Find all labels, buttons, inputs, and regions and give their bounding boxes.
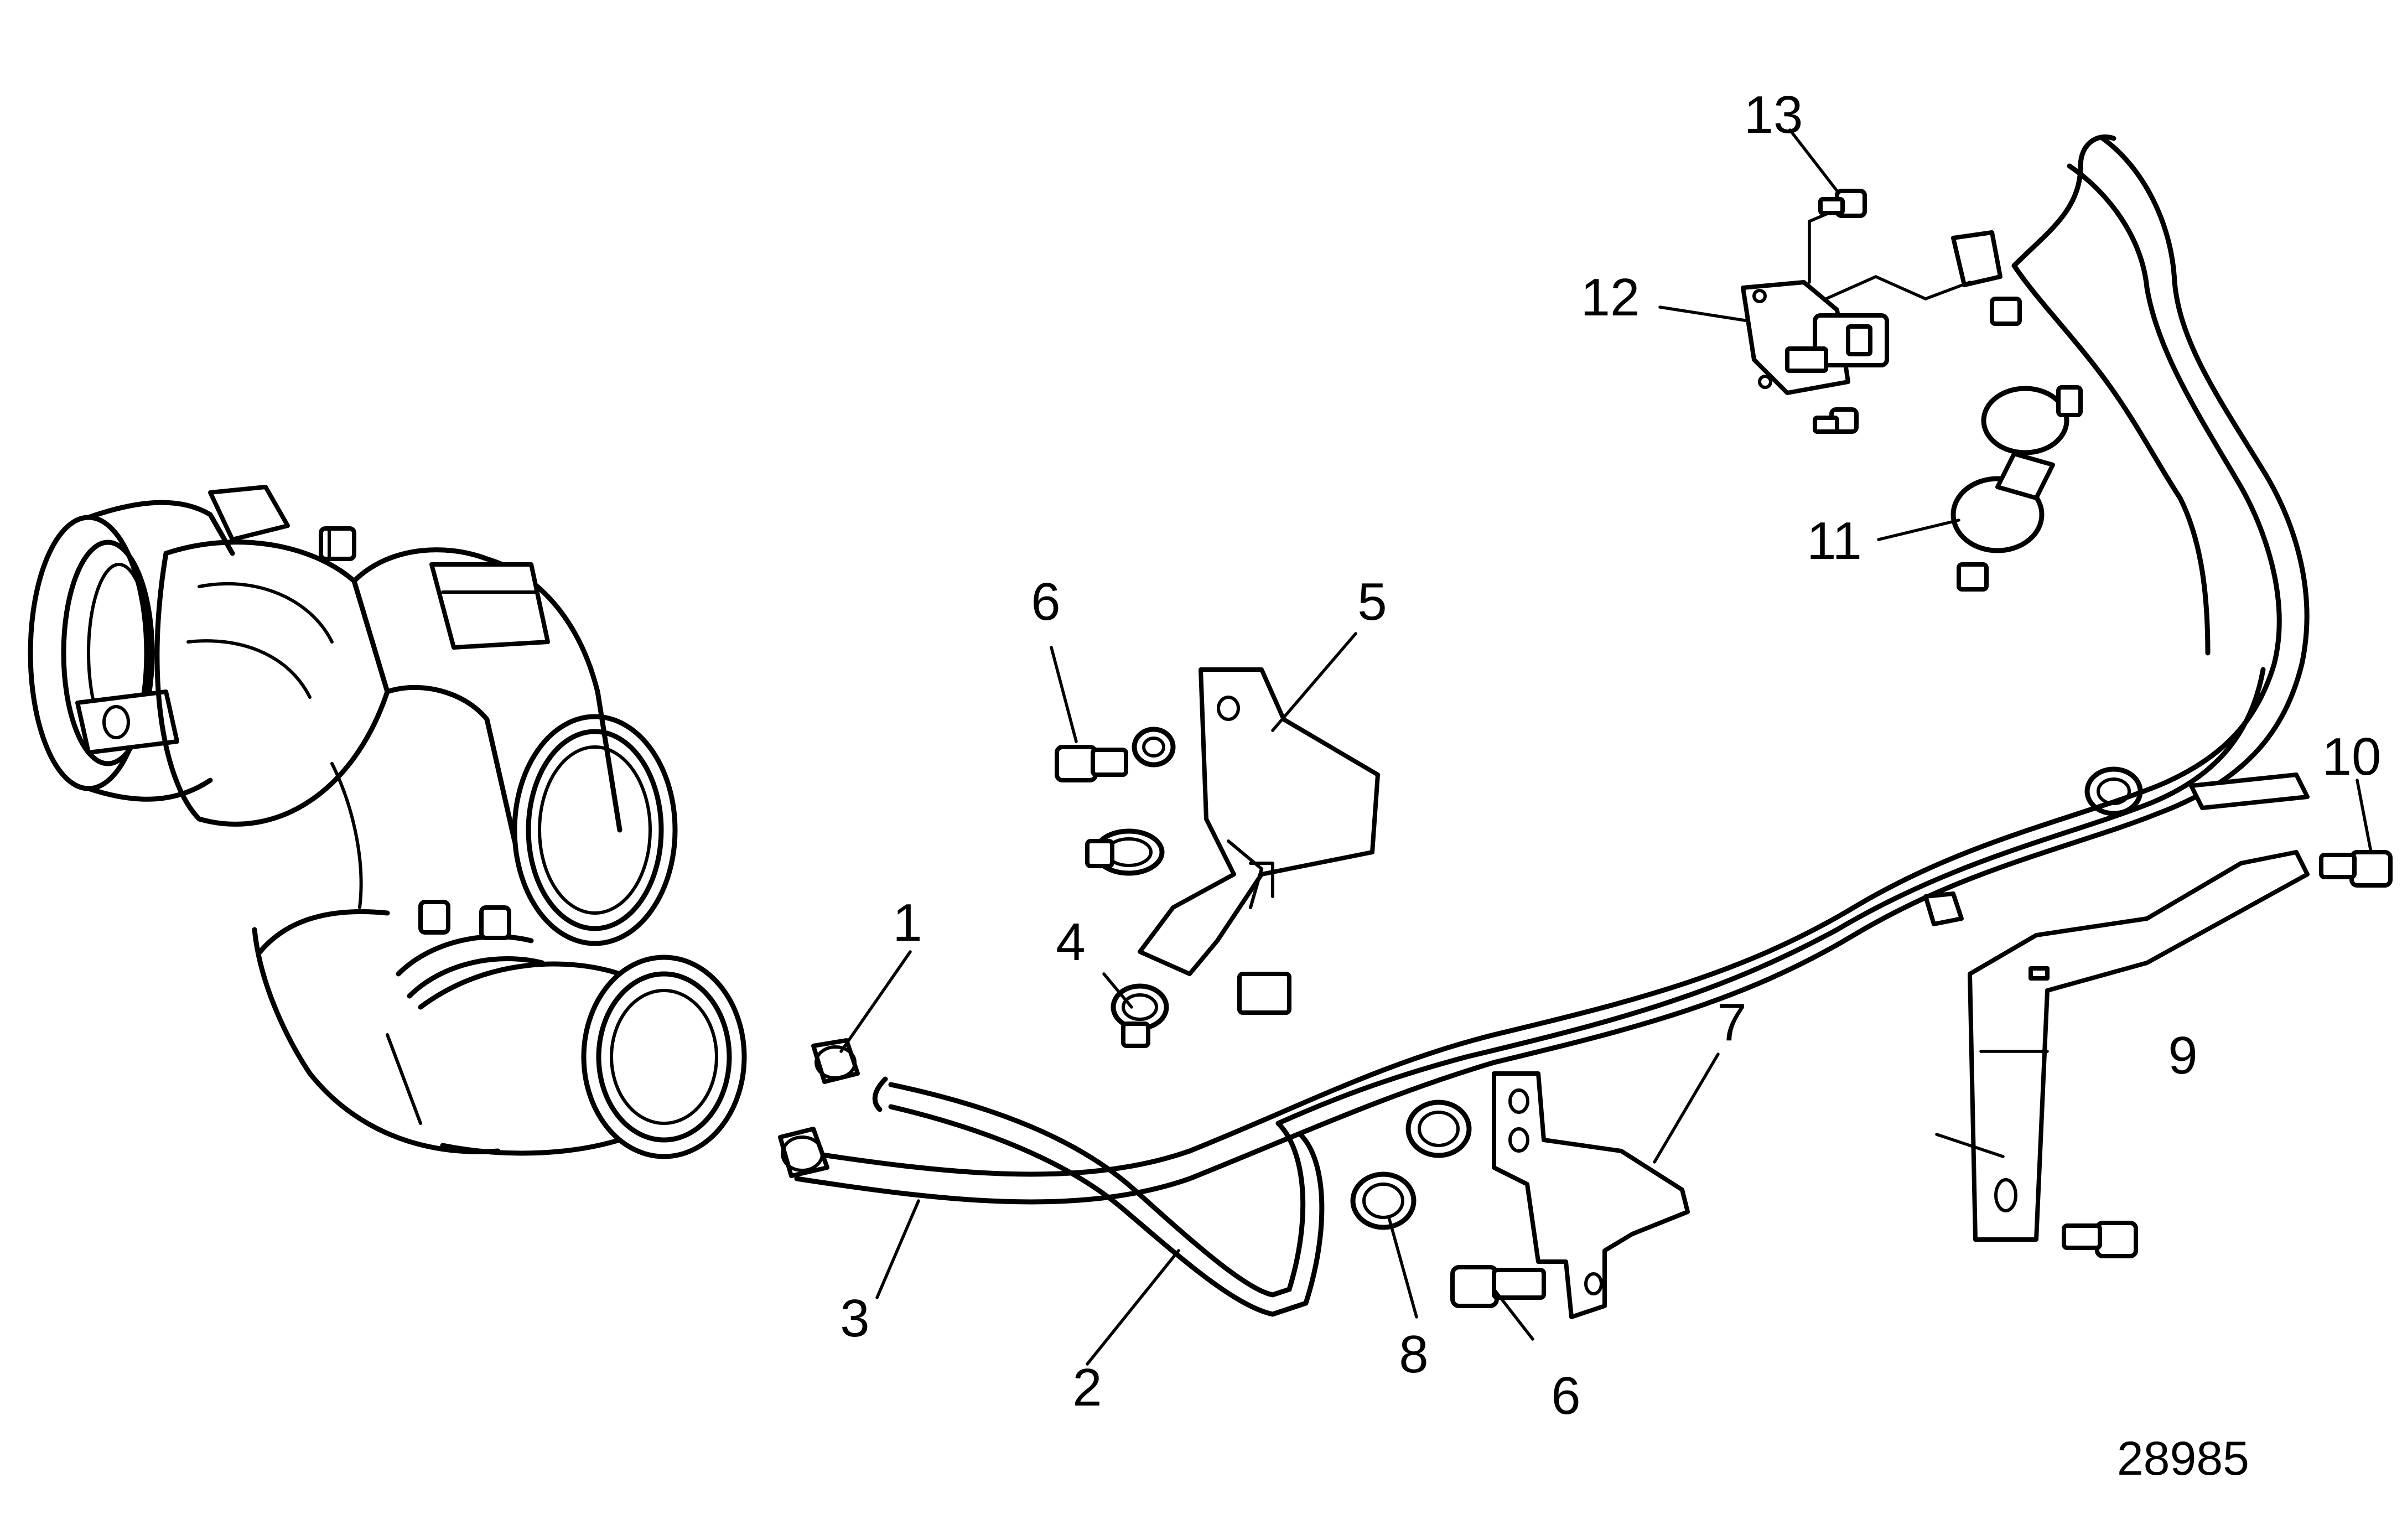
bracket-7: [1492, 1071, 1690, 1319]
callout-9: 9: [2168, 1026, 2197, 1085]
hose-clamp-4: [1111, 983, 1169, 1048]
grommet-8-upper: [1405, 1100, 1472, 1158]
clip-upper-right: [2084, 766, 2143, 816]
bolt-6-lower: [1450, 1265, 1546, 1308]
pipe-top-bend: [2011, 134, 2116, 268]
hose-clamp-3: [778, 1127, 829, 1178]
callout-10: 10: [2322, 727, 2382, 786]
turbocharger: [28, 485, 747, 1159]
grommet-8-lower: [1350, 1171, 1417, 1230]
leader-lines: [839, 128, 2373, 1366]
callout-1: 1: [893, 893, 922, 952]
sensor-12: [1741, 280, 1889, 395]
bracket-9: [1968, 772, 2310, 1242]
hose-clamp-1: [811, 1038, 860, 1084]
callout-4: 4: [1056, 912, 1085, 972]
pipe-3: [794, 136, 2310, 1205]
twin-clamp-11: [1950, 385, 2083, 592]
clip-9: [1923, 891, 1964, 926]
callout-12: 12: [1581, 268, 1640, 327]
callout-7: 7: [1717, 993, 1746, 1052]
bolt-6-upper: [1055, 727, 1176, 782]
clip-upper: [1951, 230, 2022, 326]
callout-labels: 1 2 3 4 5 6 6 7 8 9 10 11 12 13: [840, 85, 2381, 1425]
callout-5: 5: [1357, 572, 1387, 631]
callout-11: 11: [1807, 511, 1862, 571]
bolt-9-lower: [2062, 1221, 2138, 1258]
figure-number: 28985: [2117, 1432, 2249, 1485]
callout-8: 8: [1399, 1325, 1428, 1384]
screw-13-upper: [1818, 189, 1867, 218]
screw-13-lower: [1813, 407, 1859, 434]
callout-6-upper: 6: [1031, 572, 1060, 631]
callout-13: 13: [1744, 85, 1803, 144]
bracket-5: [1138, 667, 1380, 1015]
hose-clamp-upper: [1085, 828, 1165, 876]
callout-3: 3: [840, 1289, 869, 1348]
pipe-2: [872, 667, 2266, 1317]
callout-2: 2: [1072, 1358, 1102, 1417]
bolt-10: [2319, 850, 2393, 888]
callout-6-lower: 6: [1551, 1366, 1580, 1425]
